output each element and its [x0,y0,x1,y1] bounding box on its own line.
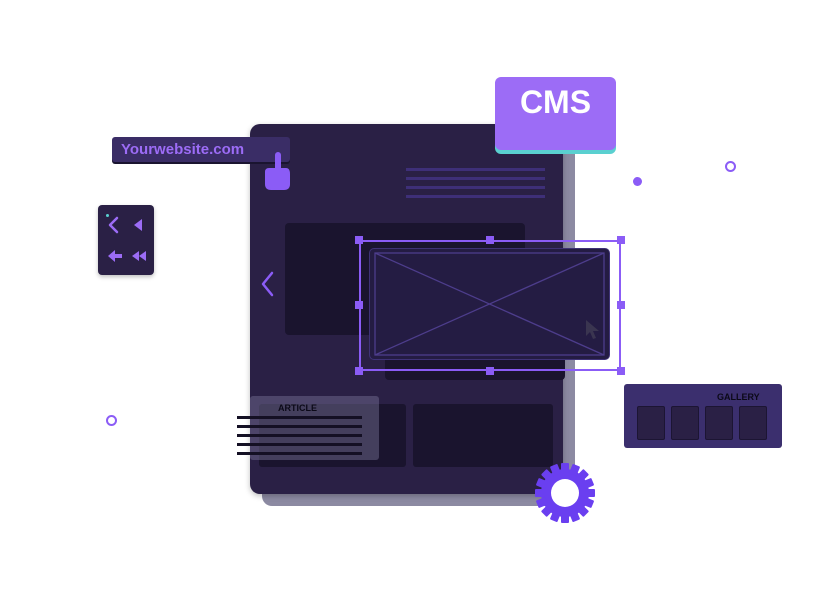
resize-handle[interactable] [617,367,625,375]
decor-ring [106,415,117,426]
image-placeholder-icon [374,252,605,356]
play-left-icon[interactable] [132,218,144,232]
gallery-panel: GALLERY [624,384,782,448]
article-card: ARTICLE [250,396,379,460]
gallery-thumbnail[interactable] [739,406,767,440]
cursor-icon [586,320,599,339]
header-text-lines [406,168,545,198]
resize-handle[interactable] [355,367,363,375]
decor-dot [633,177,642,186]
selection-frame[interactable] [359,240,621,371]
decor-dot [106,214,109,217]
resize-handle[interactable] [486,367,494,375]
gallery-label: GALLERY [717,392,760,402]
resize-handle[interactable] [617,301,625,309]
nav-control-panel [98,205,154,275]
chevron-left-icon[interactable] [107,216,119,234]
gallery-thumbnail[interactable] [637,406,665,440]
article-text-lines [237,416,362,455]
resize-handle[interactable] [355,236,363,244]
article-label: ARTICLE [278,403,317,413]
resize-handle[interactable] [617,236,625,244]
resize-handle[interactable] [486,236,494,244]
decor-ring [725,161,736,172]
arrow-left-icon[interactable] [107,249,123,263]
content-card [413,404,553,467]
cms-badge: CMS [495,77,616,150]
rewind-icon[interactable] [131,250,147,262]
gallery-thumbnail[interactable] [705,406,733,440]
pointing-hand-icon [265,152,290,190]
url-text: Yourwebsite.com [121,141,245,158]
cms-badge-label: CMS [519,84,592,120]
url-bar[interactable]: Yourwebsite.com [112,137,290,162]
gear-icon[interactable] [534,462,596,524]
resize-handle[interactable] [355,301,363,309]
gallery-thumbnail[interactable] [671,406,699,440]
chevron-left-icon[interactable] [260,270,276,298]
